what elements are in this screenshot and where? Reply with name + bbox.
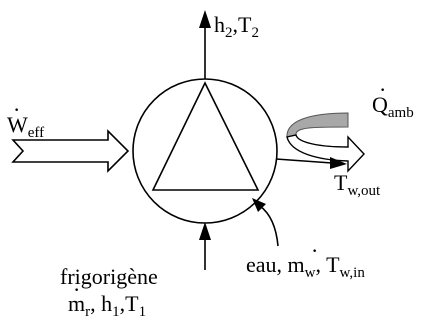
heat-dot: · (379, 77, 386, 102)
outlet-state-label: h2,T2 (214, 12, 259, 41)
outlet-arrowhead (199, 10, 211, 28)
inlet-arrowhead (199, 222, 211, 240)
refrigerant-state-label: mr, h1,T1 (68, 291, 146, 320)
water-outlet-label: Tw,out (334, 170, 381, 199)
work-label: Weff (7, 112, 44, 141)
heat-loss-ribbon-front (286, 134, 365, 173)
compressor-triangle (151, 81, 260, 191)
water-inlet-arrowhead (252, 198, 266, 212)
water-outlet-line (275, 158, 333, 164)
water-inlet-label: eau, mw, Tw,in (246, 252, 365, 281)
water-outlet-arrowhead (330, 157, 347, 169)
work-input-arrow (11, 129, 130, 173)
water-inlet-curve (259, 205, 279, 247)
heat-loss-label: Qamb (372, 92, 414, 121)
work-dot: · (13, 97, 20, 122)
refrigerant-label: frigorigène (60, 264, 158, 289)
water-mass-dot: · (311, 238, 318, 263)
refrigerant-mass-dot: · (73, 277, 80, 302)
